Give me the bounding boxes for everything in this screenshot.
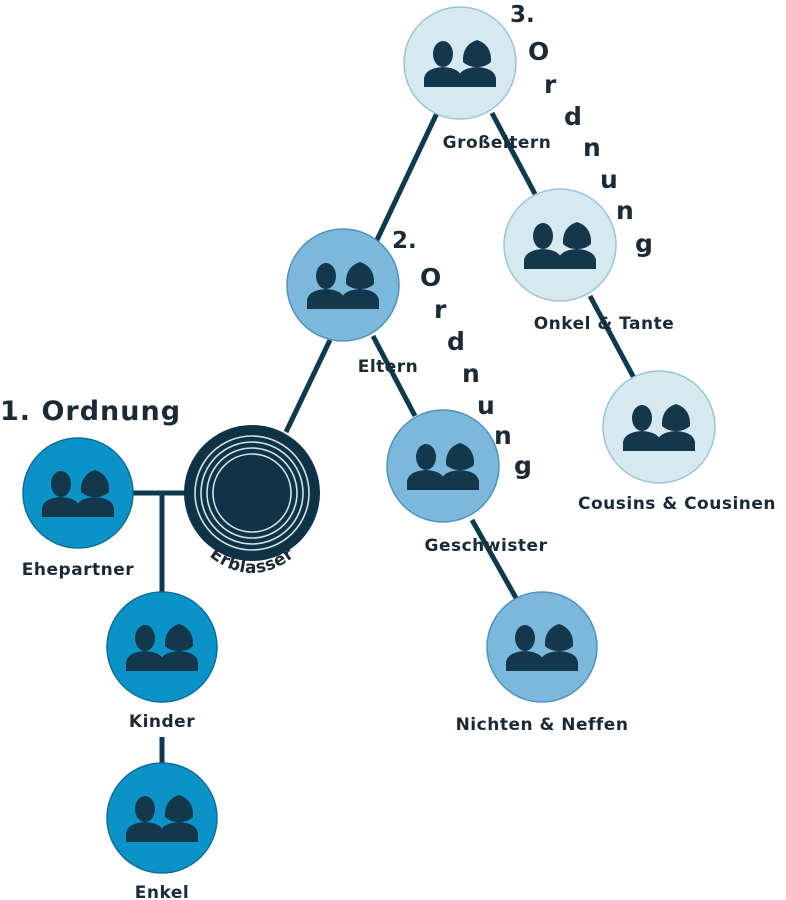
grosseltern-node: Großeltern (403, 6, 552, 153)
third-order-letter: r (544, 70, 557, 99)
geschwister-circle (386, 409, 500, 523)
nichten-neffen-node: Nichten & Neffen (456, 591, 629, 735)
onkel-tante-circle (503, 188, 617, 302)
enkel-circle (106, 762, 218, 874)
kinder-label: Kinder (129, 712, 195, 732)
kinder-circle (106, 591, 218, 703)
enkel-node: Enkel (106, 762, 218, 900)
grosseltern-label: Großeltern (443, 133, 552, 153)
eltern-circle (286, 228, 400, 342)
second-order-letter: O (420, 263, 441, 292)
concentric-rings-icon (194, 435, 310, 551)
second-order-letter: n (462, 359, 480, 388)
second-order-letter: d (447, 327, 465, 356)
third-order-number: 3. (510, 2, 535, 28)
geschwister-node: Geschwister (386, 409, 548, 556)
second-order-letter: g (514, 451, 532, 480)
kinder-node: Kinder (106, 591, 218, 732)
onkel-tante-node: Onkel & Tante (503, 188, 675, 334)
second-order-letter: n (494, 421, 512, 450)
cousins-circle (602, 370, 716, 484)
cousins-label: Cousins & Cousinen (578, 494, 776, 514)
third-order-letter: g (635, 229, 653, 258)
erblasser-node: Erblasser (184, 425, 320, 578)
geschwister-label: Geschwister (425, 536, 548, 556)
second-order-letter: u (477, 391, 495, 420)
edge-grosseltern-onkel (489, 111, 538, 196)
second-order-letter: r (434, 295, 447, 324)
enkel-label: Enkel (135, 883, 189, 900)
nichten-neffen-label: Nichten & Neffen (456, 715, 629, 735)
ehepartner-circle (22, 437, 134, 549)
edge-onkel-cousins (587, 294, 637, 380)
second-order-word: O r d n u n g (420, 263, 532, 480)
onkel-tante-label: Onkel & Tante (534, 314, 675, 334)
edge-eltern-geschwister (370, 334, 418, 418)
third-order-letter: n (583, 133, 601, 162)
third-order-letter: O (528, 37, 549, 66)
cousins-node: Cousins & Cousinen (578, 370, 776, 514)
eltern-node: Eltern (286, 228, 419, 377)
third-order-word: O r d n u n g (528, 37, 653, 258)
edge-eltern-grosseltern (374, 111, 440, 242)
connectors (132, 111, 637, 764)
grosseltern-circle (403, 6, 517, 120)
ehepartner-node: Ehepartner (22, 437, 135, 580)
third-order-letter: n (616, 196, 634, 225)
edge-geschwister-nichten (469, 518, 519, 600)
third-order-letter: u (600, 165, 618, 194)
ehepartner-label: Ehepartner (22, 560, 135, 580)
third-order-letter: d (564, 102, 582, 131)
erblasser-circle (184, 425, 320, 561)
edge-erblasser-eltern (283, 338, 333, 434)
second-order-number: 2. (392, 228, 417, 254)
nichten-neffen-circle (486, 591, 598, 703)
first-order-label: 1. Ordnung (0, 396, 181, 427)
eltern-label: Eltern (358, 357, 419, 377)
